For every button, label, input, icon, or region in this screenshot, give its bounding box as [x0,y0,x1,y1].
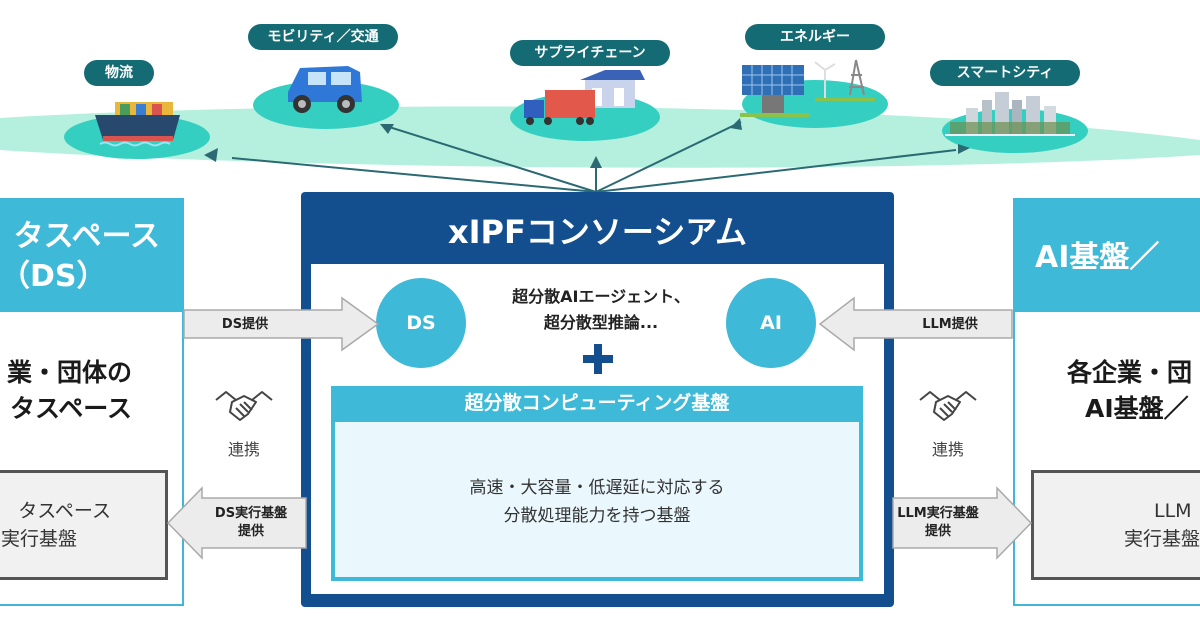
agent-line2: 超分散型推論... [543,313,659,332]
consortium-title: xIPFコンソーシアム [448,213,747,251]
ds-exec-provide-label: DS実行基盤 提供 [196,505,306,541]
domain-label-smart-city: スマートシティ [930,60,1080,86]
computing-platform-title: 超分散コンピューティング基盤 [464,392,730,414]
llm-exec-provide-arrow [892,486,1033,560]
solar-wind-power-icon [740,59,875,117]
handshake-icon [215,391,273,421]
arrow-heads [204,118,970,168]
data-space-panel-header: タスペース （DS） [0,200,182,312]
data-space-panel: タスペース （DS） 業・団体の タスペース タスペース 実行基盤 [0,198,184,606]
data-space-title-line2: （DS） [0,259,107,294]
handshake-icon [919,391,977,421]
distribution-arrows [231,121,957,193]
car-icon [288,66,362,113]
ai-platform-body-line2: AI基盤／ [1085,394,1189,423]
computing-platform-box: 超分散コンピューティング基盤 高速・大容量・低遅延に対応する 分散処理能力を持つ… [331,386,863,581]
collab-label-right: 連携 [931,440,964,459]
llm-exec-provide-label: LLM実行基盤 提供 [883,505,993,541]
llm-exec-box: LLM 実行基盤 [1031,470,1200,580]
platform-line1: 高速・大容量・低遅延に対応する [469,478,725,498]
ds-exec-line1: DS実行基盤 [214,506,288,521]
consortium-inner: DS AI 超分散AIエージェント、 超分散型推論... 超分散コンピューティン… [311,264,884,594]
llm-provide-arrow [818,296,1013,352]
data-space-body-line2: タスペース [9,394,132,423]
ds-provide-label: DS提供 [221,317,269,332]
xipf-consortium-box: xIPFコンソーシアム DS AI 超分散AIエージェント、 超分散型推論...… [301,192,894,607]
llm-exec-line1: LLM実行基盤 [897,506,979,521]
data-space-exec-box: タスペース 実行基盤 [0,470,168,580]
domain-label-mobility: モビリティ／交通 [248,24,398,50]
computing-platform-body: 高速・大容量・低遅延に対応する 分散処理能力を持つ基盤 [335,422,859,577]
domain-label-supply-chain: サプライチェーン [510,40,670,66]
data-space-title-line1: タスペース [13,219,160,254]
platform-line2: 分散処理能力を持つ基盤 [503,506,691,526]
ai-platform-panel: AI基盤／ 各企業・団 AI基盤／ LLM 実行基盤 [1013,198,1200,606]
llm-exec-line2: 提供 [924,524,951,539]
ai-platform-body-line1: 各企業・団 [1067,358,1193,387]
agent-description: 超分散AIエージェント、 超分散型推論... [461,284,741,336]
llm-provide-label: LLM提供 [922,317,978,332]
ds-provide-arrow [183,296,380,352]
data-space-exec-line1: タスペース [18,500,111,522]
ai-platform-panel-header: AI基盤／ [1015,200,1200,312]
ds-circle: DS [376,278,466,368]
domain-label-logistics: 物流 [84,60,154,86]
truck-factory-icon [524,70,645,125]
agent-line1: 超分散AIエージェント、 [512,287,690,306]
llm-exec-line2: 実行基盤 [1124,528,1200,550]
ai-platform-title: AI基盤／ [1035,240,1160,275]
llm-exec-line1: LLM [1154,500,1192,522]
ds-exec-provide-arrow [166,486,307,560]
city-buildings-icon [945,92,1075,136]
data-space-exec-line2: 実行基盤 [0,528,77,550]
ai-circle: AI [726,278,816,368]
plus-icon [583,344,613,374]
ds-exec-line2: 提供 [237,524,264,539]
collab-label-left: 連携 [227,440,260,459]
domain-label-energy: エネルギー [745,24,885,50]
domain-band [0,59,1200,193]
cargo-ship-icon [95,102,180,147]
data-space-body-line1: 業・団体の [6,358,132,387]
